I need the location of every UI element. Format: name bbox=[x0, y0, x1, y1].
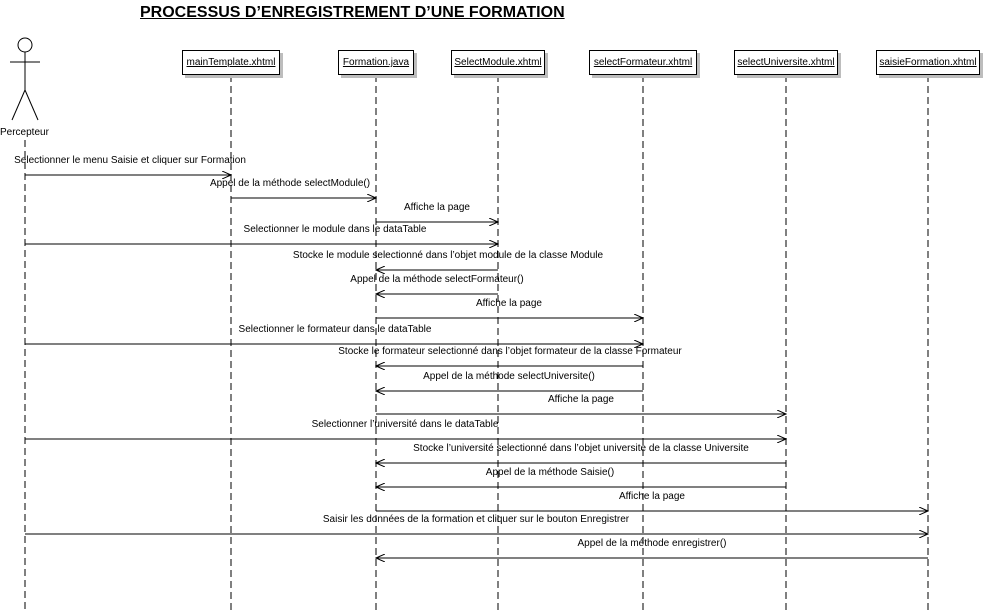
message-label: Appel de la méthode Saisie() bbox=[485, 467, 615, 478]
message-label: Stocke le module selectionné dans l’obje… bbox=[292, 250, 604, 261]
actor-label: Percepteur bbox=[0, 127, 49, 138]
message-label: Affiche la page bbox=[619, 491, 685, 502]
message-label: Appel de la méthode selectModule() bbox=[209, 178, 371, 189]
stick-figure-icon bbox=[10, 37, 40, 121]
message-label: Selectionner le formateur dans le dataTa… bbox=[238, 324, 432, 335]
message-label: Appel de la méthode enregistrer() bbox=[577, 538, 727, 549]
participant-module: SelectModule.xhtml bbox=[451, 50, 545, 75]
message-label: Affiche la page bbox=[476, 298, 542, 309]
message-label: Selectionner le module dans le dataTable bbox=[243, 224, 427, 235]
participant-universite: selectUniversite.xhtml bbox=[734, 50, 838, 75]
message-label: Saisir les données de la formation et cl… bbox=[322, 514, 630, 525]
message-label: Affiche la page bbox=[404, 202, 470, 213]
message-label: Selectionner l’université dans le dataTa… bbox=[311, 419, 499, 430]
message-label: Stocke le formateur selectionné dans l’o… bbox=[338, 346, 682, 357]
diagram-title: PROCESSUS D’ENREGISTREMENT D’UNE FORMATI… bbox=[140, 4, 565, 21]
message-label: Stocke l’université selectionné dans l’o… bbox=[413, 443, 749, 454]
participant-saisie: saisieFormation.xhtml bbox=[876, 50, 980, 75]
message-label: Affiche la page bbox=[548, 394, 614, 405]
participant-main: mainTemplate.xhtml bbox=[182, 50, 280, 75]
message-label: Selectionner le menu Saisie et cliquer s… bbox=[14, 155, 246, 166]
participant-formateur: selectFormateur.xhtml bbox=[589, 50, 697, 75]
message-label: Appel de la méthode selectFormateur() bbox=[350, 274, 524, 285]
participant-formation: Formation.java bbox=[338, 50, 414, 75]
message-label: Appel de la méthode selectUniversite() bbox=[423, 371, 595, 382]
